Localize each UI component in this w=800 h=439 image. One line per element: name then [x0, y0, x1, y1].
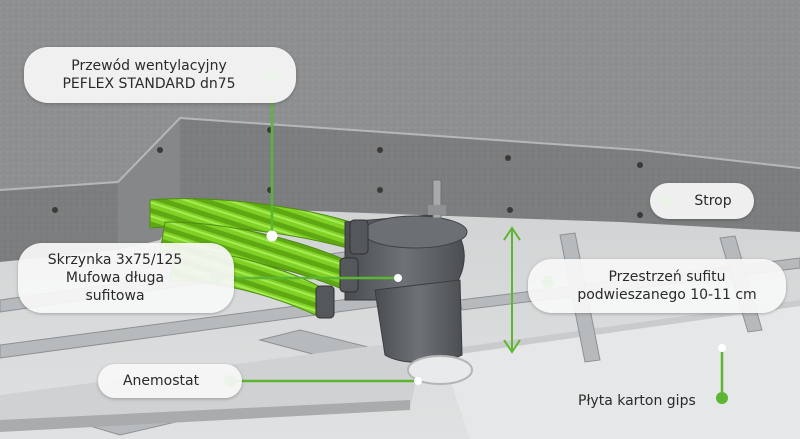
callout-strop: Strop [650, 183, 754, 219]
callout-peflex-duct: Przewód wentylacyjny PEFLEX STANDARD dn7… [24, 47, 296, 103]
callout-skrzynka: Skrzynka 3x75/125 Mufowa długa sufitowa [18, 243, 234, 313]
callout-anemostat: Anemostat [98, 364, 242, 398]
leader-lines [216, 88, 724, 398]
callout-przestrzen: Przestrzeń sufitu podwieszanego 10-11 cm [528, 259, 786, 313]
label-plyta-karton-gips: Płyta karton gips [578, 393, 696, 409]
gap-height-arrow [503, 226, 521, 354]
